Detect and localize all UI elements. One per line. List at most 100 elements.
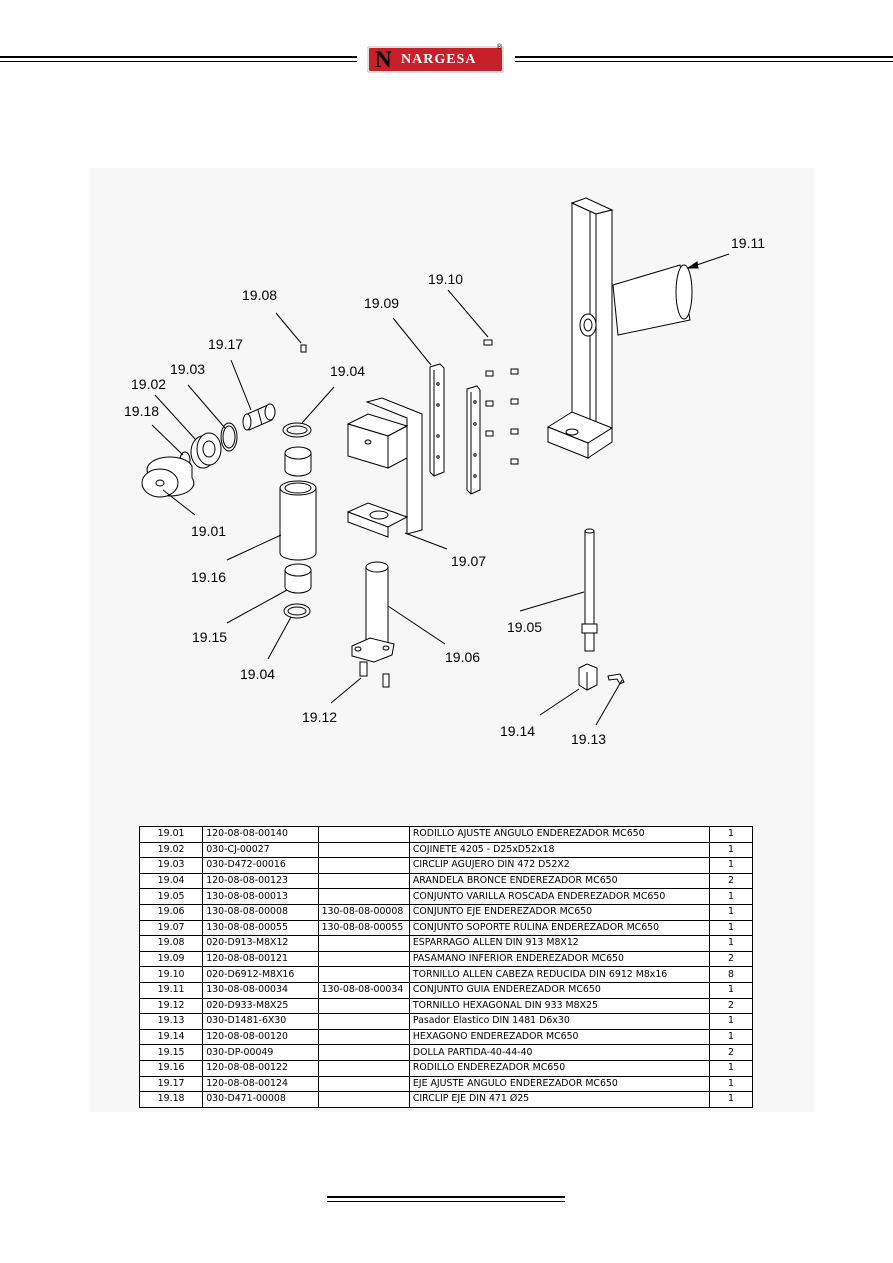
part-alt-code [317, 1059, 410, 1077]
part-description: RODILLO ENDEREZADOR MC650 [408, 1059, 710, 1077]
callout-19-11: 19.11 [731, 235, 765, 251]
part-ref: 19.18 [138, 1091, 204, 1108]
part-description: CONJUNTO EJE ENDEREZADOR MC650 [408, 903, 710, 921]
part-quantity: 2 [708, 872, 754, 890]
part-allen-screws [483, 339, 519, 465]
part-code: 130-08-08-00008 [202, 903, 319, 921]
part-ref: 19.06 [138, 903, 204, 921]
part-circlip-bore [220, 422, 238, 452]
callout-19-08: 19.08 [242, 287, 277, 303]
part-support-bracket [346, 397, 423, 538]
callout-leaders [151, 253, 730, 726]
part-description: RODILLO AJUSTE ANGULO ENDEREZADOR MC650 [408, 826, 710, 843]
part-code: 120-08-08-00140 [202, 826, 319, 843]
part-description: CIRCLIP EJE DIN 471 Ø25 [408, 1091, 710, 1108]
callout-19-13: 19.13 [571, 731, 606, 747]
callout-19-16: 19.16 [191, 569, 226, 585]
part-washer-top [282, 422, 312, 438]
part-description: EJE AJUSTE ANGULO ENDEREZADOR MC650 [408, 1075, 710, 1093]
callout-19-17: 19.17 [208, 336, 243, 352]
part-code: 120-08-08-00120 [202, 1028, 319, 1046]
header-rule-right [515, 56, 893, 62]
part-alt-code [317, 841, 410, 859]
callout-19-10: 19.10 [428, 271, 463, 287]
part-alt-code [317, 935, 410, 952]
part-description: CIRCLIP AGUJERO DIN 472 D52X2 [408, 857, 710, 874]
part-ref: 19.05 [138, 888, 204, 905]
part-ref: 19.03 [138, 857, 204, 874]
part-elastic-pin [607, 673, 625, 685]
callout-19-18: 19.18 [124, 403, 159, 419]
part-quantity: 1 [708, 1028, 754, 1046]
callout-19-03: 19.03 [170, 361, 205, 377]
part-code: 020-D933-M8X25 [202, 997, 319, 1015]
part-alt-code [317, 888, 410, 905]
callout-19-14: 19.14 [500, 723, 535, 739]
part-ref: 19.16 [138, 1059, 204, 1077]
part-ref: 19.02 [138, 841, 204, 859]
callout-19-07: 19.07 [451, 553, 486, 569]
part-code: 030-D472-00016 [202, 857, 319, 874]
callout-19-04-top: 19.04 [330, 363, 365, 379]
part-code: 120-08-08-00121 [202, 950, 319, 968]
part-alt-code [317, 857, 410, 874]
logo-initial: N [375, 47, 392, 72]
callout-19-06: 19.06 [445, 649, 480, 665]
part-description: COJINETE 4205 - D25xD52x18 [408, 841, 710, 859]
part-quantity: 1 [708, 1059, 754, 1077]
part-description: TORNILLO HEXAGONAL DIN 933 M8X25 [408, 997, 710, 1015]
part-code: 030-CJ-00027 [202, 841, 319, 859]
part-description: ESPARRAGO ALLEN DIN 913 M8X12 [408, 935, 710, 952]
part-alt-code [317, 950, 410, 968]
callout-19-01: 19.01 [191, 523, 226, 539]
part-quantity: 2 [708, 950, 754, 968]
part-code: 130-08-08-00013 [202, 888, 319, 905]
footer-rule [327, 1196, 565, 1202]
part-code: 120-08-08-00123 [202, 872, 319, 890]
part-quantity: 1 [708, 935, 754, 952]
part-description: CONJUNTO VARILLA ROSCADA ENDEREZADOR MC6… [408, 888, 710, 905]
header-rule-left [0, 56, 357, 62]
part-description: ARANDELA BRONCE ENDEREZADOR MC650 [408, 872, 710, 890]
part-ref: 19.11 [138, 981, 204, 999]
part-alt-code [317, 997, 410, 1015]
part-ref: 19.10 [138, 966, 204, 983]
part-ref: 19.15 [138, 1044, 204, 1061]
part-quantity: 8 [708, 966, 754, 983]
callout-19-12: 19.12 [302, 709, 337, 725]
part-bearing [190, 432, 222, 469]
callout-19-09: 19.09 [364, 295, 399, 311]
part-description: DOLLA PARTIDA-40-44-40 [408, 1044, 710, 1061]
part-code: 020-D913-M8X12 [202, 935, 319, 952]
part-alt-code: 130-08-08-00055 [317, 919, 410, 937]
part-description: CONJUNTO SOPORTE RULINA ENDEREZADOR MC65… [408, 919, 710, 937]
part-flat-bars [429, 363, 481, 495]
part-ref: 19.01 [138, 826, 204, 843]
part-alt-code [317, 872, 410, 890]
part-hex-bolts [359, 661, 390, 688]
part-description: TORNILLO ALLEN CABEZA REDUCIDA DIN 6912 … [408, 966, 710, 983]
part-alt-code: 130-08-08-00008 [317, 903, 410, 921]
callout-19-02: 19.02 [131, 376, 166, 392]
part-code: 030-D471-00008 [202, 1091, 319, 1108]
part-code: 020-D6912-M8X16 [202, 966, 319, 983]
part-adjust-shaft [242, 403, 276, 431]
logo-text: NARGESA [401, 52, 477, 67]
part-ref: 19.08 [138, 935, 204, 952]
part-threaded-rod [581, 528, 598, 652]
callout-labels: 19.11 19.10 19.09 19.08 19.17 19.04 19.0… [124, 235, 765, 747]
callout-19-05: 19.05 [507, 619, 542, 635]
part-description: Pasador Elastico DIN 1481 D6x30 [408, 1013, 710, 1030]
